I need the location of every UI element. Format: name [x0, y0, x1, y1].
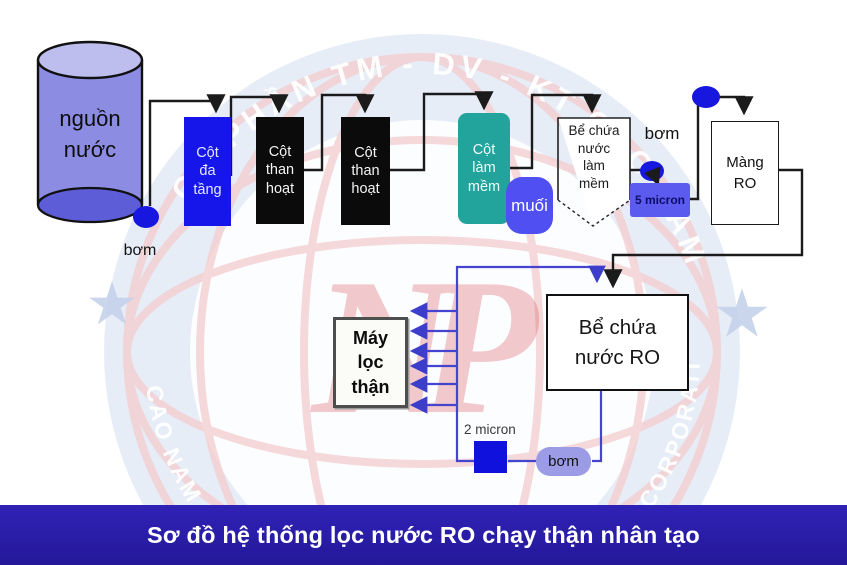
pipe-softener-to-softtank: [509, 93, 602, 170]
filter-2-micron: [474, 441, 507, 473]
multilayer-column: Cột đa tầng: [184, 117, 231, 226]
carbon-column-1: Cột than hoạt: [256, 117, 304, 224]
carbon-column-2: Cột than hoạt: [341, 117, 390, 225]
soft-water-tank-label: Bể chứa nước làm mềm: [568, 123, 620, 191]
black-pipes: [148, 91, 804, 289]
right-star-icon: [716, 288, 768, 337]
pump-label: bơm: [644, 124, 680, 143]
pipe-rotank-to-pump: [592, 388, 603, 463]
ro-membrane: Màng RO: [711, 121, 779, 225]
blue-loop-pipes: [409, 265, 606, 463]
source-water-label: nguồn nước: [59, 106, 121, 162]
softener-column: Cột làm mềm: [458, 113, 510, 224]
ro-water-tank: Bể chứa nước RO: [546, 294, 689, 391]
diagram-title-banner: Sơ đồ hệ thống lọc nước RO chạy thận nhâ…: [0, 505, 847, 565]
pump-label: bơm: [123, 242, 157, 259]
pump-icon: [692, 86, 720, 108]
left-star-icon: [89, 281, 135, 325]
pipe-membrane-to-rotank: [603, 168, 804, 289]
loop-pump: bơm: [536, 447, 591, 476]
dialysis-machine: Máy lọc thận: [333, 317, 408, 408]
pump-to-filter5-arrow: [644, 166, 661, 187]
source-water-tank: [36, 40, 144, 224]
soft-water-tank-shape: [557, 117, 631, 227]
pipe-filter5-up: [689, 100, 700, 201]
pump-icon: [133, 206, 159, 228]
pipe-pump-to-membrane: [716, 95, 754, 116]
pipe-carbon1-to-carbon2: [303, 93, 375, 172]
filter-2-micron-label: 2 micron: [464, 422, 516, 437]
pipe-multilayer-to-carbon1: [229, 94, 289, 176]
pump-icon: [640, 161, 664, 181]
pipe-source-to-multilayer: [148, 94, 226, 206]
pipe-loop-return: [455, 265, 606, 463]
salt-container: muối: [506, 177, 553, 234]
pipe-carbon2-to-softener: [389, 91, 494, 172]
filter-5-micron: 5 micron: [630, 183, 690, 217]
